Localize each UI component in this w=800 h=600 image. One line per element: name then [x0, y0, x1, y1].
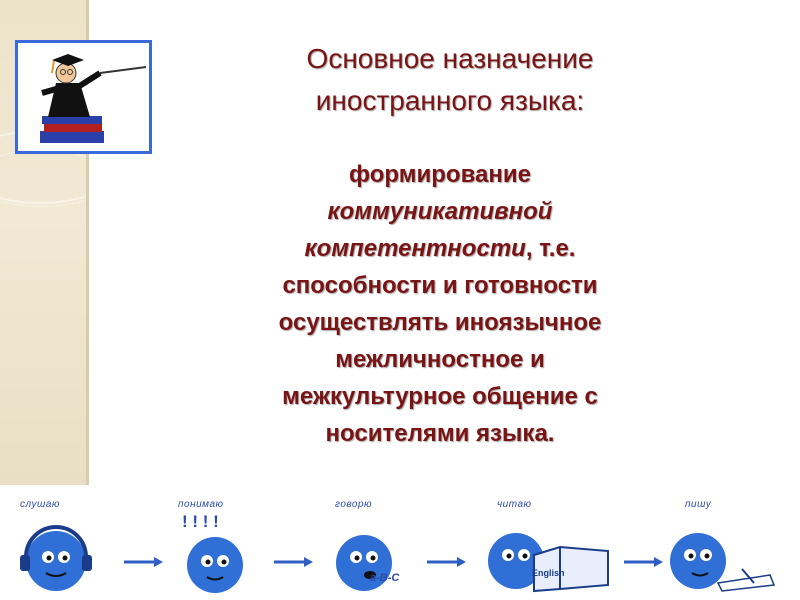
body-italic: коммуникативной — [327, 198, 553, 225]
arrow-right-icon — [124, 557, 163, 567]
abc-letters: a-B-C — [370, 572, 400, 584]
book-title: English — [532, 568, 565, 578]
body-line: коммуникативной — [195, 193, 685, 230]
understanding-face-icon — [187, 537, 243, 593]
step-label-write: пишу — [685, 499, 712, 510]
arrow-right-icon — [274, 557, 313, 567]
body-line: способности и готовности — [282, 272, 598, 299]
body-line: осуществлять иноязычное — [278, 309, 602, 336]
body-line: межличностное и — [335, 346, 545, 373]
title-line: Основное назначение — [306, 43, 594, 74]
arrow-right-icon — [624, 557, 663, 567]
slide-body: формирование коммуникативной компетентно… — [195, 156, 685, 452]
writing-face-icon — [670, 533, 776, 592]
listening-face-icon — [20, 525, 92, 591]
reading-face-icon — [488, 533, 609, 593]
teacher-image — [15, 40, 152, 154]
body-line: компетентности, т.е. — [195, 230, 685, 267]
step-label-understand: понимаю — [178, 499, 224, 510]
exclamation-marks: ! ! ! ! — [182, 512, 219, 531]
body-text: , т.е. — [525, 235, 576, 262]
body-italic: компетентности — [304, 235, 526, 262]
step-label-read: читаю — [497, 499, 532, 510]
body-line: формирование — [349, 161, 531, 188]
teacher-with-pointer-icon — [40, 54, 147, 143]
arrow-right-icon — [427, 557, 466, 567]
slide-title: Основное назначение иностранного языка: — [200, 38, 700, 122]
step-label-listen: слушаю — [20, 499, 60, 510]
body-line: носителями языка. — [325, 420, 555, 447]
step-label-speak: говорю — [335, 499, 373, 510]
strip-edge — [86, 0, 89, 485]
title-line: иностранного языка: — [315, 85, 585, 116]
speaking-face-icon — [336, 535, 392, 591]
body-line: межкультурное общение с — [282, 383, 598, 410]
